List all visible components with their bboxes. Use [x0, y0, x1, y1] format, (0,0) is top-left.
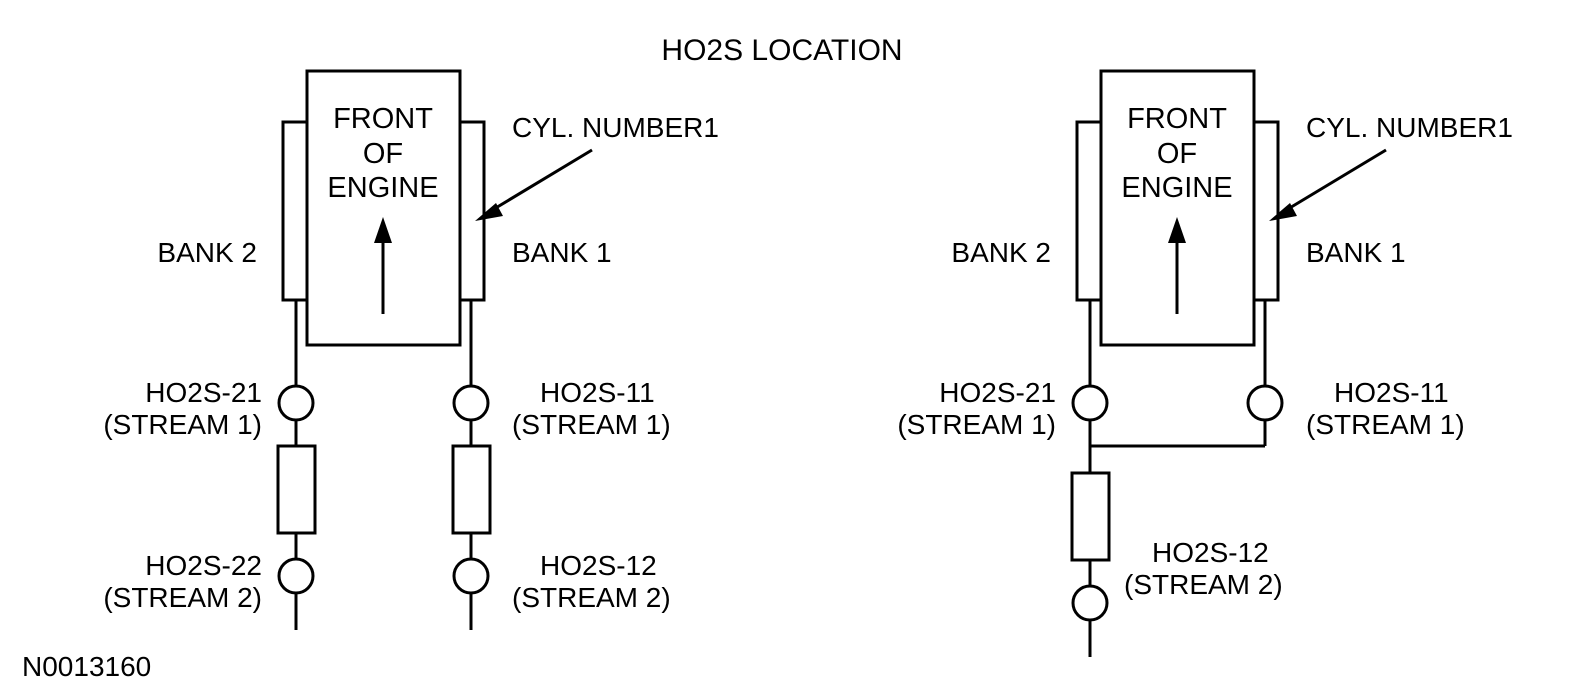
left-diagram-engine-line3: ENGINE: [327, 172, 438, 204]
right-diagram-bank1-exhaust-run: [1090, 300, 1284, 448]
right-diagram-bank1-manifold: [1250, 120, 1280, 302]
left-diagram-ho2s-11-name: HO2S-11: [540, 377, 655, 408]
left-diagram-cyl-number-arrow-icon: [475, 148, 593, 221]
left-diagram-bank1-exhaust-run: [451, 300, 492, 630]
right-diagram-ho2s-21-stream: (STREAM 1): [897, 409, 1056, 440]
left-diagram-ho2s-22-name: HO2S-22: [145, 550, 262, 581]
right-diagram-sensor-ho2s-12: [1071, 584, 1109, 622]
right-diagram-ho2s-11-name: HO2S-11: [1334, 377, 1449, 408]
left-diagram-ho2s-12-stream: (STREAM 2): [512, 582, 671, 613]
left-diagram-sensor-ho2s-12: [452, 557, 490, 595]
left-diagram: FRONT OF ENGINE CYL. NUMBER1 BANK 2 BANK…: [103, 69, 719, 630]
left-diagram-ho2s-22-stream: (STREAM 2): [103, 582, 262, 613]
left-diagram-cyl-number-label: CYL. NUMBER1: [512, 112, 719, 143]
right-diagram-bank2-exhaust-run: [1071, 300, 1109, 446]
right-diagram-engine-line2: OF: [1157, 138, 1197, 170]
left-diagram-engine-line2: OF: [363, 138, 403, 170]
left-diagram-ho2s-12-name: HO2S-12: [540, 550, 657, 581]
left-diagram-ho2s-21-name: HO2S-21: [145, 377, 262, 408]
left-diagram-bank1-manifold: [456, 120, 486, 302]
right-diagram-ho2s-12-name: HO2S-12: [1152, 537, 1269, 568]
left-diagram-sensor-ho2s-11: [452, 384, 490, 422]
left-diagram-sensor-ho2s-22: [277, 557, 315, 595]
left-diagram-bank1-label: BANK 1: [512, 237, 612, 268]
right-diagram-cyl-number-arrow-icon: [1269, 148, 1387, 221]
left-diagram-engine-line1: FRONT: [333, 103, 433, 135]
right-diagram: FRONT OF ENGINE CYL. NUMBER1 BANK 2 BANK…: [897, 69, 1513, 657]
right-diagram-bank2-label: BANK 2: [951, 237, 1051, 268]
left-diagram-bank2-label: BANK 2: [157, 237, 257, 268]
figure-title: HO2S LOCATION: [661, 34, 902, 67]
left-diagram-converter-bank1: [451, 444, 492, 535]
left-diagram-up-arrow-icon: [374, 217, 392, 314]
right-diagram-ho2s-12-stream: (STREAM 2): [1124, 569, 1283, 600]
right-diagram-ho2s-21-name: HO2S-21: [939, 377, 1056, 408]
right-diagram-cyl-number-label: CYL. NUMBER1: [1306, 112, 1513, 143]
right-diagram-merged-exhaust-run: [1070, 446, 1111, 657]
figure-id: N0013160: [22, 651, 151, 682]
right-diagram-up-arrow-icon: [1168, 217, 1186, 314]
right-diagram-sensor-ho2s-21: [1071, 384, 1109, 422]
right-diagram-sensor-ho2s-11: [1246, 384, 1284, 422]
right-diagram-bank2-manifold: [1075, 120, 1105, 302]
right-diagram-bank1-label: BANK 1: [1306, 237, 1406, 268]
right-diagram-engine-line3: ENGINE: [1121, 172, 1232, 204]
right-diagram-ho2s-11-stream: (STREAM 1): [1306, 409, 1465, 440]
left-diagram-bank2-manifold: [281, 120, 311, 302]
left-diagram-ho2s-11-stream: (STREAM 1): [512, 409, 671, 440]
right-diagram-converter-merged: [1070, 471, 1111, 562]
left-diagram-ho2s-21-stream: (STREAM 1): [103, 409, 262, 440]
right-diagram-engine-line1: FRONT: [1127, 103, 1227, 135]
left-diagram-converter-bank2: [276, 444, 317, 535]
left-diagram-sensor-ho2s-21: [277, 384, 315, 422]
left-diagram-bank2-exhaust-run: [276, 300, 317, 630]
